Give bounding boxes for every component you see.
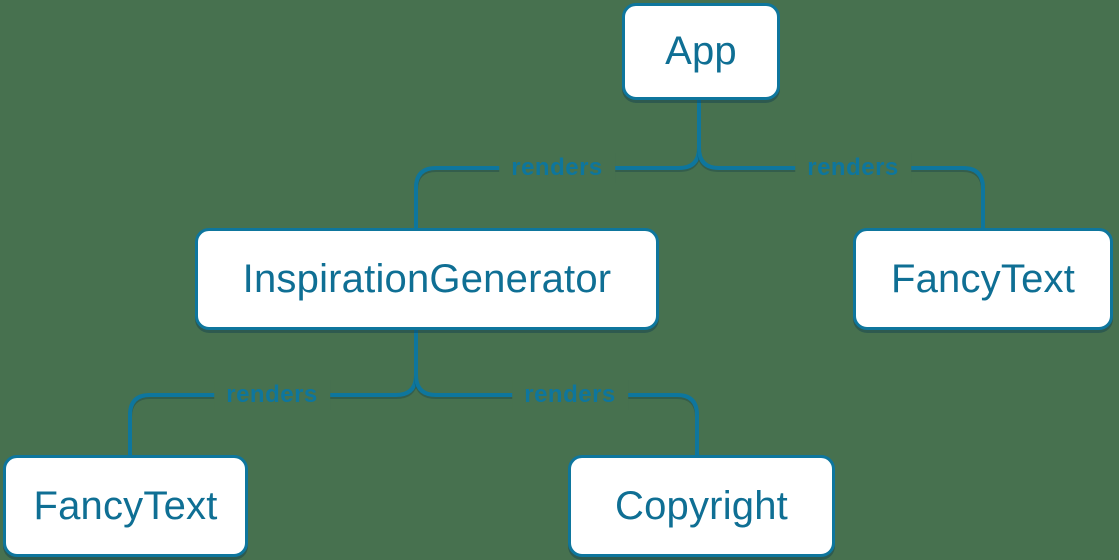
node-label: FancyText: [33, 483, 218, 528]
node-label: FancyText: [890, 256, 1076, 301]
edge-label-renders: renders: [795, 153, 911, 183]
edge-label-renders: renders: [499, 153, 615, 183]
edge-label-renders: renders: [214, 380, 330, 410]
node-app: App: [622, 3, 780, 100]
node-label: Copyright: [615, 483, 788, 528]
node-copyright: Copyright: [568, 455, 835, 557]
edge-label-renders: renders: [512, 380, 628, 410]
node-fancy-text-bottom: FancyText: [3, 455, 248, 557]
node-fancy-text-top: FancyText: [853, 228, 1113, 330]
node-label: InspirationGenerator: [242, 256, 612, 301]
node-label: App: [665, 29, 737, 73]
node-inspiration-generator: InspirationGenerator: [195, 228, 659, 330]
